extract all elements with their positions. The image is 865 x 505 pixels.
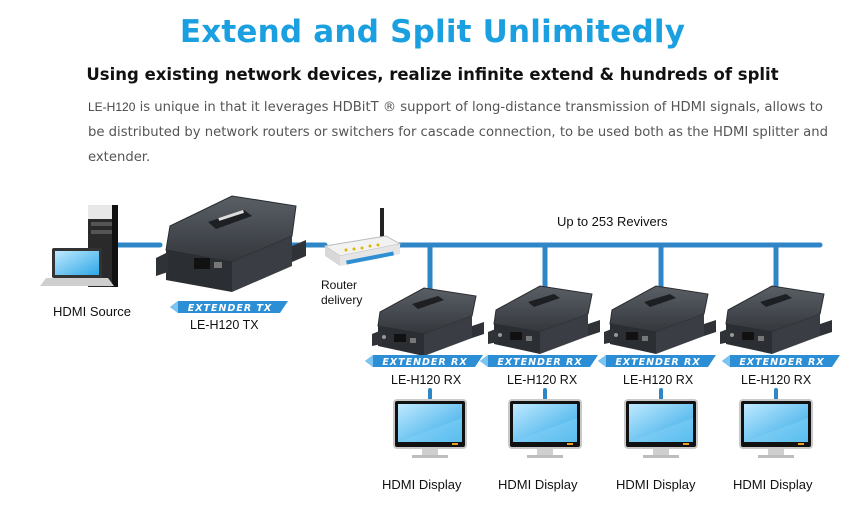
transmitter-model-label: LE-H120 TX (190, 318, 259, 332)
receiver-4-device-icon (719, 285, 833, 355)
page-title: Extend and Split Unlimitedly (179, 14, 686, 50)
router-label-line1: Router (321, 278, 358, 292)
display-2-label: HDMI Display (498, 477, 578, 492)
transmitter-device-icon (156, 195, 306, 292)
receiver-2-band-text: EXTENDER RX (497, 357, 582, 368)
description: LE-H120 is unique in that it leverages H… (88, 95, 828, 170)
receiver-3-model-label: LE-H120 RX (623, 373, 694, 387)
receiver-count-label: Up to 253 Revivers (557, 214, 668, 229)
display-1-icon (393, 399, 467, 459)
receiver-3-band: EXTENDER RX (598, 355, 716, 368)
page-subtitle: Using existing network devices, realize … (86, 65, 779, 84)
receiver-4-band-text: EXTENDER RX (739, 357, 824, 368)
router-label-line2: delivery (321, 293, 363, 307)
display-4-label: HDMI Display (733, 477, 813, 492)
router-label: Router delivery (321, 278, 362, 308)
display-3-label: HDMI Display (616, 477, 696, 492)
display-3-icon (624, 399, 698, 459)
receiver-1-band: EXTENDER RX (365, 355, 483, 368)
description-model: LE-H120 (88, 100, 136, 114)
receiver-2-model-label: LE-H120 RX (507, 373, 578, 387)
receiver-3-device-icon (603, 285, 717, 355)
display-2-icon (508, 399, 582, 459)
source-label: HDMI Source (53, 304, 132, 319)
transmitter-band: EXTENDER TX (170, 301, 288, 314)
hdmi-source-icon (40, 205, 118, 287)
receiver-2-band: EXTENDER RX (480, 355, 598, 368)
receiver-1-device-icon (371, 287, 485, 357)
receiver-1-band-text: EXTENDER RX (382, 357, 467, 368)
display-4-icon (739, 399, 813, 459)
transmitter-band-text: EXTENDER TX (188, 303, 273, 314)
description-text: is unique in that it leverages HDBitT ® … (88, 100, 828, 165)
receiver-1-model-label: LE-H120 RX (391, 373, 462, 387)
receiver-3-band-text: EXTENDER RX (615, 357, 700, 368)
receiver-4-band: EXTENDER RX (722, 355, 840, 368)
receiver-4-model-label: LE-H120 RX (741, 373, 812, 387)
router-icon (323, 208, 402, 266)
receiver-2-device-icon (487, 285, 601, 355)
display-1-label: HDMI Display (382, 477, 462, 492)
